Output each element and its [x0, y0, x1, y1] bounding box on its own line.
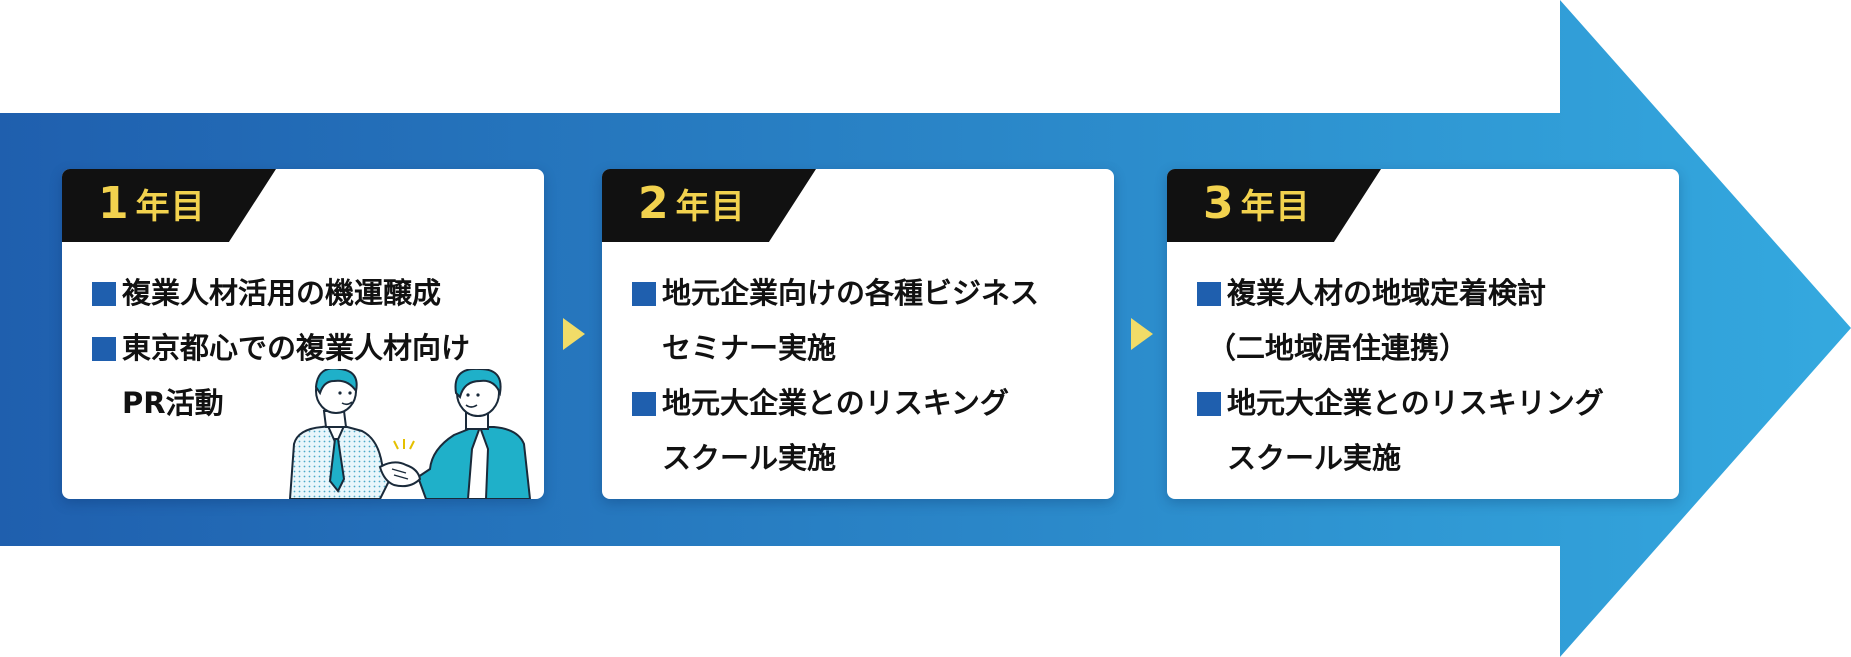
item-text: 複業人材活用の機運醸成: [122, 276, 442, 310]
square-bullet-icon: [92, 337, 116, 361]
item-text: （二地域居住連携）: [1207, 331, 1469, 365]
list-item: 複業人材活用の機運醸成: [92, 266, 534, 321]
list-item: 東京都心での複業人材向け PR活動: [92, 321, 534, 431]
square-bullet-icon: [92, 282, 116, 306]
year-unit: 年目: [1240, 187, 1311, 227]
item-text: 地元大企業とのリスキリング: [1227, 386, 1604, 420]
list-item: 地元企業向けの各種ビジネス セミナー実施: [632, 266, 1104, 376]
item-text: 地元大企業とのリスキング: [662, 386, 1009, 420]
year-number: 1: [98, 178, 130, 229]
list-item: 複業人材の地域定着検討 （二地域居住連携）: [1197, 266, 1669, 376]
item-text: 東京都心での複業人材向け: [122, 331, 471, 365]
item-text: 複業人材の地域定着検討: [1227, 276, 1547, 310]
square-bullet-icon: [632, 392, 656, 416]
year-number: 3: [1203, 178, 1235, 229]
year-unit: 年目: [675, 187, 746, 227]
item-list: 複業人材活用の機運醸成 東京都心での複業人材向け PR活動: [92, 266, 534, 431]
item-text: スクール実施: [662, 441, 837, 475]
square-bullet-icon: [1197, 392, 1221, 416]
list-item: 地元大企業とのリスキリング スクール実施: [1197, 376, 1669, 486]
triangle-right-icon: [1131, 318, 1153, 350]
list-item: 地元大企業とのリスキング スクール実施: [632, 376, 1104, 486]
item-list: 複業人材の地域定着検討 （二地域居住連携） 地元大企業とのリスキリング スクール…: [1197, 266, 1669, 486]
square-bullet-icon: [1197, 282, 1221, 306]
year-unit: 年目: [135, 187, 206, 227]
item-text: PR活動: [122, 386, 224, 420]
item-text: スクール実施: [1227, 441, 1402, 475]
year-number: 2: [638, 178, 670, 229]
square-bullet-icon: [632, 282, 656, 306]
triangle-right-icon: [563, 318, 585, 350]
item-text: 地元企業向けの各種ビジネス: [662, 276, 1040, 310]
item-list: 地元企業向けの各種ビジネス セミナー実施 地元大企業とのリスキング スクール実施: [632, 266, 1104, 486]
item-text: セミナー実施: [662, 331, 837, 365]
handshake-illustration-icon: [288, 369, 532, 499]
